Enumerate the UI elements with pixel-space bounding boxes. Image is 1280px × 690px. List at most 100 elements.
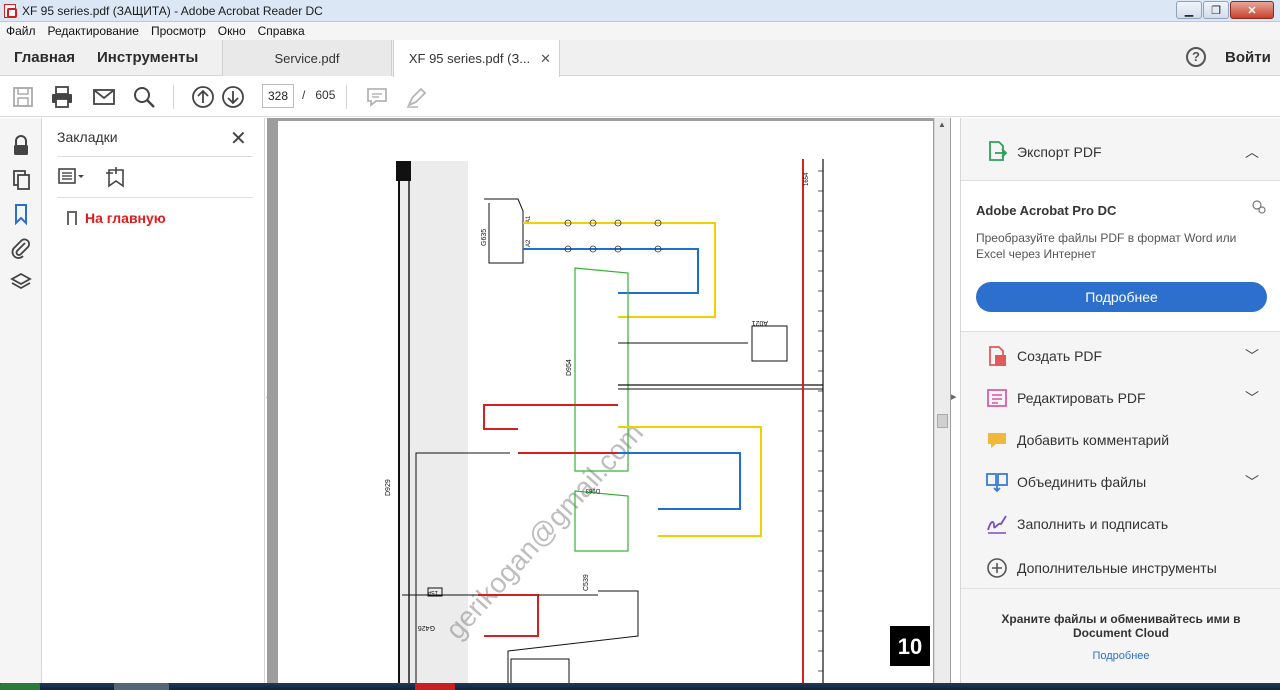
cloud-learn-more-link[interactable]: Подробнее [1092,650,1150,662]
layers-icon[interactable] [9,270,33,294]
tool-more-tools[interactable]: Дополнительные инструменты [961,554,1280,590]
acrobat-app-icon [4,3,17,18]
wiring-diagram: gerikogan@gmail.com G635 A1 A2 D954 [385,159,930,683]
tool-label: Объединить файлы [1017,474,1147,490]
bookmark-options-icon[interactable] [57,166,87,188]
tab-bar: Главная Инструменты Service.pdf XF 95 se… [0,40,1280,77]
maximize-button[interactable]: ❐ [1203,1,1229,19]
watermark: gerikogan@gmail.com [439,417,649,645]
learn-more-button[interactable]: Подробнее [976,282,1267,312]
tab-service-pdf[interactable]: Service.pdf [222,40,392,76]
label-g635: G635 [481,229,488,246]
page-thumbnails-icon[interactable] [9,168,33,192]
attachments-icon[interactable] [9,236,33,260]
export-pdf-icon [985,139,1009,163]
nav-tools[interactable]: Инструменты [97,49,199,66]
security-lock-icon[interactable] [9,134,33,158]
page-badge: 10 [898,634,922,659]
document-cloud-promo: Храните файлы и обменивайтесь ими в Docu… [961,612,1280,640]
page-number-input[interactable]: 328 [262,84,294,108]
left-navigation-rail [0,118,42,690]
os-taskbar [0,683,1280,690]
close-window-button[interactable]: ✕ [1230,1,1274,19]
bookmarks-icon[interactable] [9,202,33,226]
chevron-down-icon[interactable]: ﹀ [1245,348,1259,364]
tool-label: Дополнительные инструменты [1017,560,1217,576]
comment-icon [985,428,1009,452]
divider [57,156,253,157]
label-d954: D954 [566,359,573,376]
chevron-down-icon[interactable]: ﹀ [1245,390,1259,406]
bookmarks-title: Закладки [57,129,118,145]
next-page-icon[interactable] [220,84,246,110]
close-tab-icon[interactable]: ✕ [540,51,551,66]
document-viewport[interactable]: gerikogan@gmail.com G635 A1 A2 D954 [267,118,951,683]
taskbar-item-acrobat[interactable] [415,683,455,690]
export-pdf-row[interactable]: Экспорт PDF ︿ [961,133,1280,169]
minimize-button[interactable]: ▁ [1176,1,1202,19]
menu-window[interactable]: Окно [217,24,246,38]
divider [57,197,253,198]
search-icon[interactable] [131,84,157,110]
cloud-line-1: Храните файлы и обменивайтесь ими в [1001,612,1241,626]
bookmark-label: На главную [85,210,166,226]
comment-tool-icon[interactable] [364,84,390,110]
tools-pane: Экспорт PDF ︿ Adobe Acrobat Pro DC Преоб… [960,118,1280,690]
vertical-scrollbar[interactable]: ▲ [934,118,950,683]
bookmark-flag-icon [67,211,77,225]
tool-fill-sign[interactable]: Заполнить и подписать [961,512,1280,548]
tab-label: XF 95 series.pdf (З... [408,51,531,66]
signin-button[interactable]: Войти [1225,49,1271,66]
menu-help[interactable]: Справка [257,24,305,38]
tool-label: Создать PDF [1017,348,1103,364]
label-d929: D929 [385,479,392,496]
previous-page-icon[interactable] [190,84,216,110]
label-a1: A1 [526,215,532,223]
start-button[interactable] [0,683,40,690]
close-panel-icon[interactable]: ✕ [230,128,247,150]
save-icon[interactable] [10,84,36,110]
nav-home[interactable]: Главная [14,49,76,66]
tool-edit-pdf[interactable]: Редактировать PDF ﹀ [961,386,1280,422]
print-icon[interactable] [49,84,75,110]
window-controls: ▁ ❐ ✕ [1176,1,1274,19]
label-right-code: 1654 [804,172,810,186]
label-a021: A021 [752,319,768,326]
menu-edit[interactable]: Редактирование [47,24,139,38]
email-icon[interactable] [91,84,117,110]
promo-title: Adobe Acrobat Pro DC [976,203,1117,218]
promo-text: Преобразуйте файлы PDF в формат Word или… [976,231,1237,261]
create-pdf-icon [985,344,1009,368]
chevron-down-icon[interactable]: ﹀ [1245,474,1259,490]
pdf-page: gerikogan@gmail.com G635 A1 A2 D954 [278,121,933,683]
tool-combine-files[interactable]: Объединить файлы ﹀ [961,470,1280,506]
tool-add-comment[interactable]: Добавить комментарий [961,428,1280,464]
cloud-line-2: Document Cloud [1073,626,1169,640]
tool-label: Добавить комментарий [1017,432,1170,448]
tool-create-pdf[interactable]: Создать PDF ﹀ [961,344,1280,380]
label-c539: C539 [583,574,590,591]
taskbar-item[interactable] [114,683,169,690]
help-icon[interactable]: ? [1186,47,1206,67]
label-fuse: 15A [427,589,438,595]
bookmarks-panel: Закладки ✕ На главную [43,118,265,690]
label-g426: G426 [418,624,435,631]
add-bookmark-icon[interactable] [103,164,129,190]
chevron-up-icon[interactable]: ︿ [1245,144,1259,160]
page-count: / 605 [302,88,335,102]
edit-pdf-icon [985,386,1009,410]
highlight-tool-icon[interactable] [404,84,430,110]
export-pdf-label: Экспорт PDF [1017,144,1102,160]
promo-card: Adobe Acrobat Pro DC Преобразуйте файлы … [961,180,1280,332]
scroll-up-icon[interactable]: ▲ [938,120,946,129]
menu-view[interactable]: Просмотр [150,24,206,38]
total-pages: 605 [315,88,336,102]
menu-file[interactable]: Файл [6,24,36,38]
info-icon[interactable] [1251,199,1267,215]
scrollbar-thumb[interactable] [937,414,948,428]
tool-label: Редактировать PDF [1017,390,1146,406]
fill-sign-icon [985,512,1009,536]
collapse-right-panel-icon[interactable]: ▸ [951,391,957,403]
tab-xf95-pdf[interactable]: XF 95 series.pdf (З... ✕ [393,40,560,77]
bookmark-item[interactable]: На главную [67,210,166,226]
